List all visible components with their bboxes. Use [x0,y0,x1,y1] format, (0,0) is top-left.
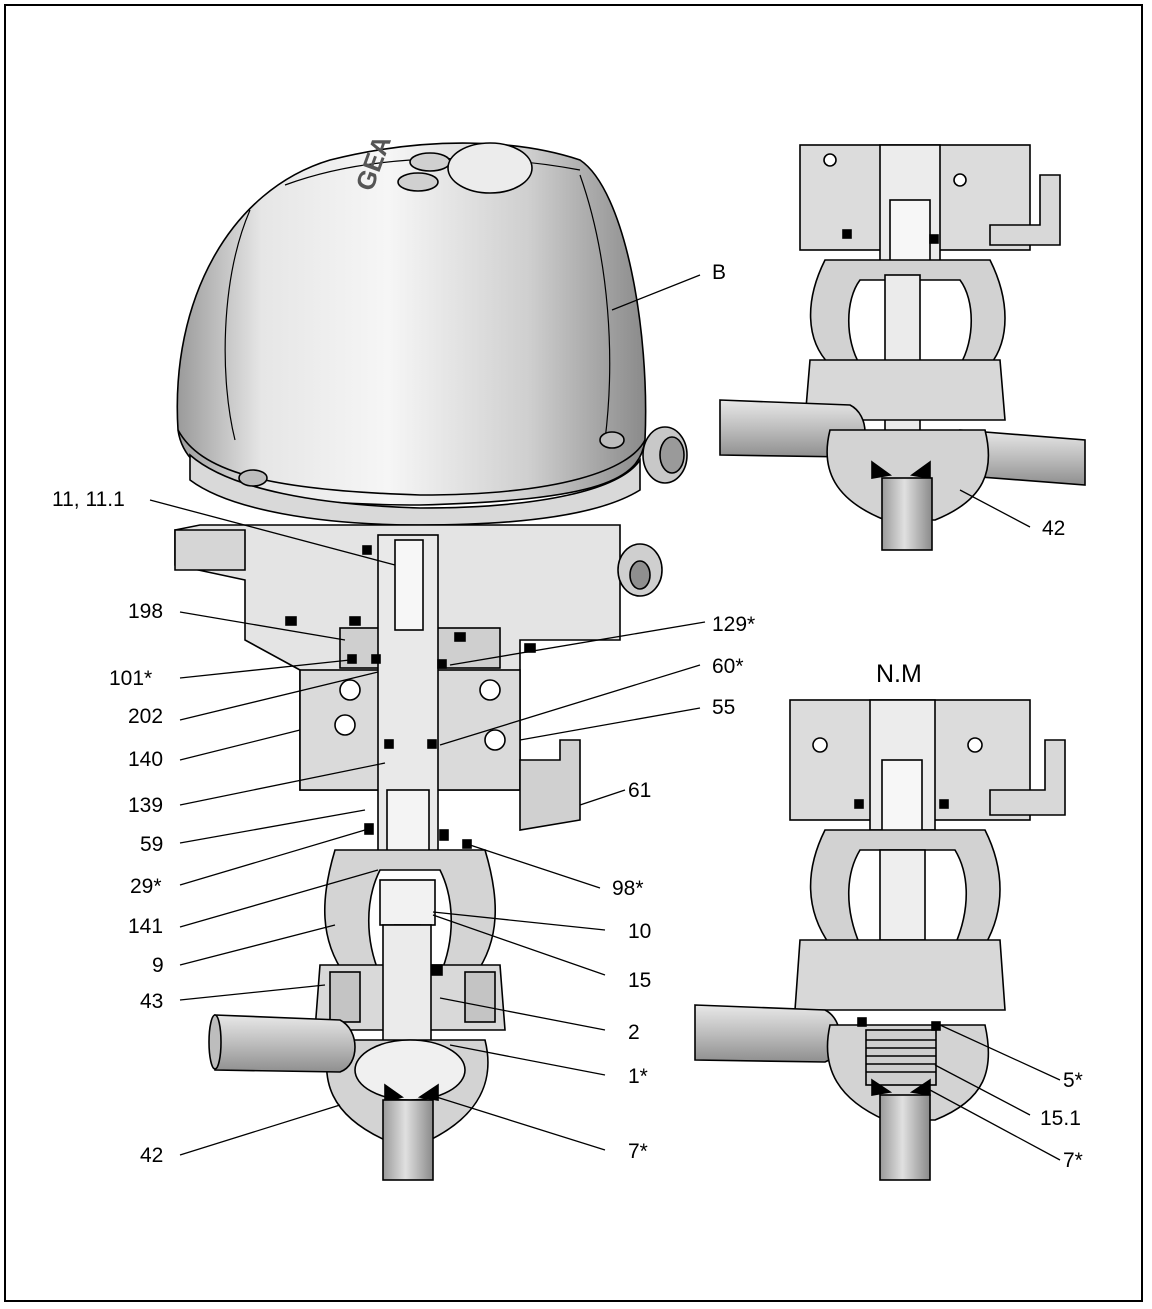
label-139: 139 [128,794,164,817]
label-7-right: 7* [1063,1149,1083,1172]
label-B: B [712,261,727,284]
label-129: 129* [712,613,756,636]
label-140: 140 [128,748,164,771]
label-43: 43 [140,990,164,1013]
label-15-1: 15.1 [1040,1107,1081,1130]
label-10: 10 [628,920,652,943]
label-7: 7* [628,1140,648,1163]
leader-lines [149,274,1061,1161]
label-101: 101* [109,667,153,690]
label-42: 42 [140,1144,164,1167]
label-9: 9 [152,954,164,977]
label-1: 1* [628,1065,648,1088]
label-11-11-1: 11, 11.1 [52,488,125,511]
label-15: 15 [628,969,652,992]
label-55: 55 [712,696,736,719]
label-198: 198 [128,600,164,623]
section-view-top-right [719,144,1086,551]
outlet-pipe [382,1099,434,1181]
main-valve [174,142,688,1181]
label-60: 60* [712,655,744,678]
label-29: 29* [130,875,162,898]
side-pipe [214,1014,356,1073]
label-141: 141 [128,915,164,938]
label-61: 61 [628,779,652,802]
drawing-frame [4,4,1143,1302]
label-5: 5* [1063,1069,1083,1092]
label-42-top-right: 42 [1042,517,1066,540]
label-59: 59 [140,833,164,856]
label-202: 202 [128,705,164,728]
upper-housing [323,849,497,976]
control-head-dome [176,142,647,506]
label-2: 2 [628,1021,640,1044]
section-view-nm [694,699,1066,1181]
label-98: 98* [612,877,644,900]
thread-insert [865,1029,937,1086]
nm-view-title: N.M [876,660,922,688]
